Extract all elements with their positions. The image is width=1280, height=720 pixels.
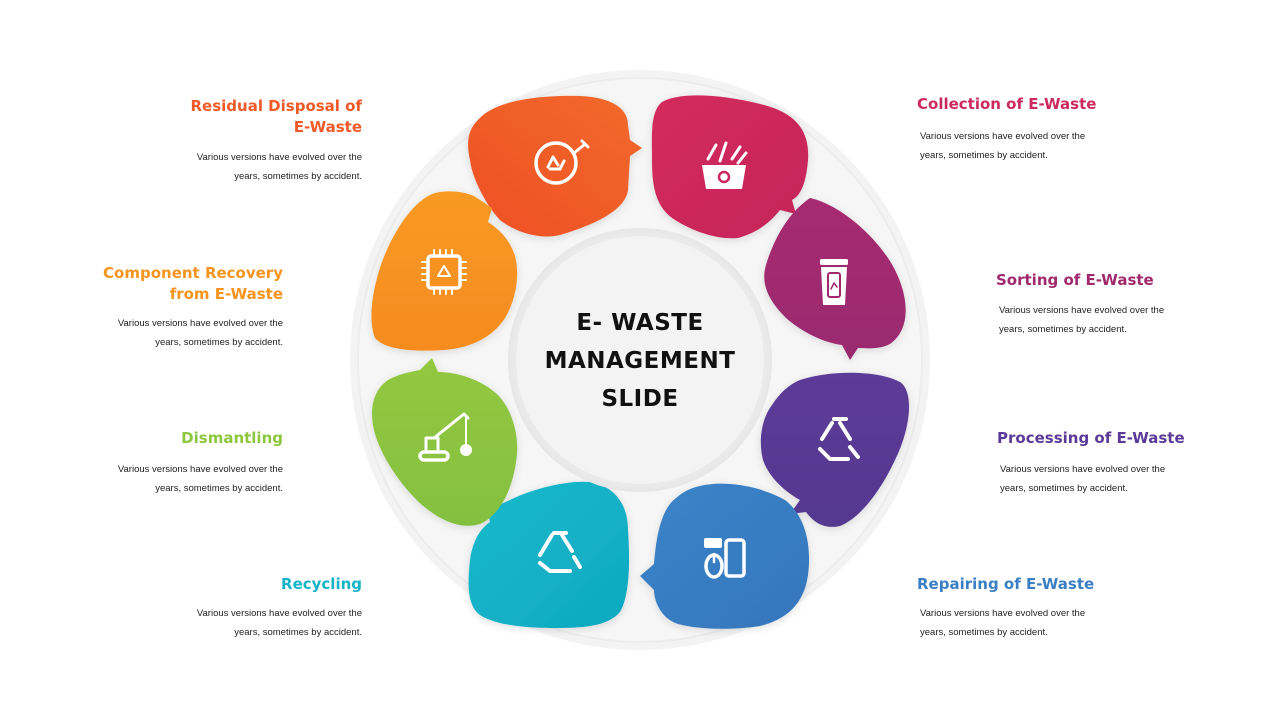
residual-desc-line1: Various versions have evolved over the xyxy=(196,152,362,163)
residual-title: Residual Disposal of E-Waste xyxy=(190,96,362,138)
component-title-line1: Component Recovery xyxy=(103,264,283,282)
petal-residual[interactable] xyxy=(468,95,642,237)
collection-description: Various versions have evolved over the y… xyxy=(917,127,1135,165)
collection-title: Collection of E-Waste xyxy=(917,95,1097,113)
repairing-title: Repairing of E-Waste xyxy=(917,575,1095,593)
sorting-title: Sorting of E-Waste xyxy=(996,271,1154,289)
petal-processing[interactable] xyxy=(760,372,910,527)
residual-desc-line2: years, sometimes by accident. xyxy=(234,171,362,182)
petal-dismantling[interactable] xyxy=(372,358,518,526)
title-line-3: SLIDE xyxy=(601,386,679,412)
center-circle xyxy=(508,228,772,492)
dismantling-desc-line2: years, sometimes by accident. xyxy=(155,483,283,494)
sorting-description: Various versions have evolved over the y… xyxy=(996,301,1214,339)
repairing-desc-line1: Various versions have evolved over the xyxy=(920,608,1086,619)
processing-description: Various versions have evolved over the y… xyxy=(997,460,1215,498)
recycle-bin-icon xyxy=(702,141,748,189)
component-desc-line2: years, sometimes by accident. xyxy=(155,337,283,348)
dismantling-desc-line1: Various versions have evolved over the xyxy=(117,464,283,475)
component-description: Various versions have evolved over the y… xyxy=(68,314,283,352)
processing-desc-line2: years, sometimes by accident. xyxy=(1000,483,1128,494)
crane-wrecking-ball-icon xyxy=(418,412,472,462)
component-title-line2: from E-Waste xyxy=(169,285,283,303)
processing-desc-line1: Various versions have evolved over the xyxy=(1000,464,1166,475)
recycle-plug-icon xyxy=(534,139,590,185)
component-title: Component Recovery from E-Waste xyxy=(103,263,283,305)
collection-desc-line1: Various versions have evolved over the xyxy=(920,131,1086,142)
petal-component[interactable] xyxy=(371,191,518,351)
residual-title-line2: E-Waste xyxy=(293,118,362,136)
component-desc-line1: Various versions have evolved over the xyxy=(117,318,283,329)
sorting-desc-line2: years, sometimes by accident. xyxy=(999,324,1127,335)
recycling-desc-line1: Various versions have evolved over the xyxy=(196,608,362,619)
dismantling-description: Various versions have evolved over the y… xyxy=(68,460,283,498)
diagram-title: E- WASTE MANAGEMENT SLIDE xyxy=(520,304,760,418)
processing-title: Processing of E-Waste xyxy=(997,429,1185,447)
trash-phone-icon xyxy=(820,259,848,305)
devices-repair-icon xyxy=(704,538,746,579)
recycling-desc-line2: years, sometimes by accident. xyxy=(234,627,362,638)
recycle-icon xyxy=(538,531,582,573)
repairing-description: Various versions have evolved over the y… xyxy=(917,604,1135,642)
recycling-title: Recycling xyxy=(281,575,362,593)
sorting-desc-line1: Various versions have evolved over the xyxy=(999,305,1165,316)
title-line-2: MANAGEMENT xyxy=(544,348,736,374)
chip-recycle-icon xyxy=(421,249,467,295)
residual-description: Various versions have evolved over the y… xyxy=(147,148,362,186)
repairing-desc-line2: years, sometimes by accident. xyxy=(920,627,1048,638)
recycling-description: Various versions have evolved over the y… xyxy=(147,604,362,642)
residual-title-line1: Residual Disposal of xyxy=(190,97,362,115)
collection-desc-line2: years, sometimes by accident. xyxy=(920,150,1048,161)
petal-recycling[interactable] xyxy=(468,481,630,628)
recycle-arrows-icon xyxy=(818,417,860,461)
title-line-1: E- WASTE xyxy=(576,310,704,336)
dismantling-title: Dismantling xyxy=(181,429,283,447)
